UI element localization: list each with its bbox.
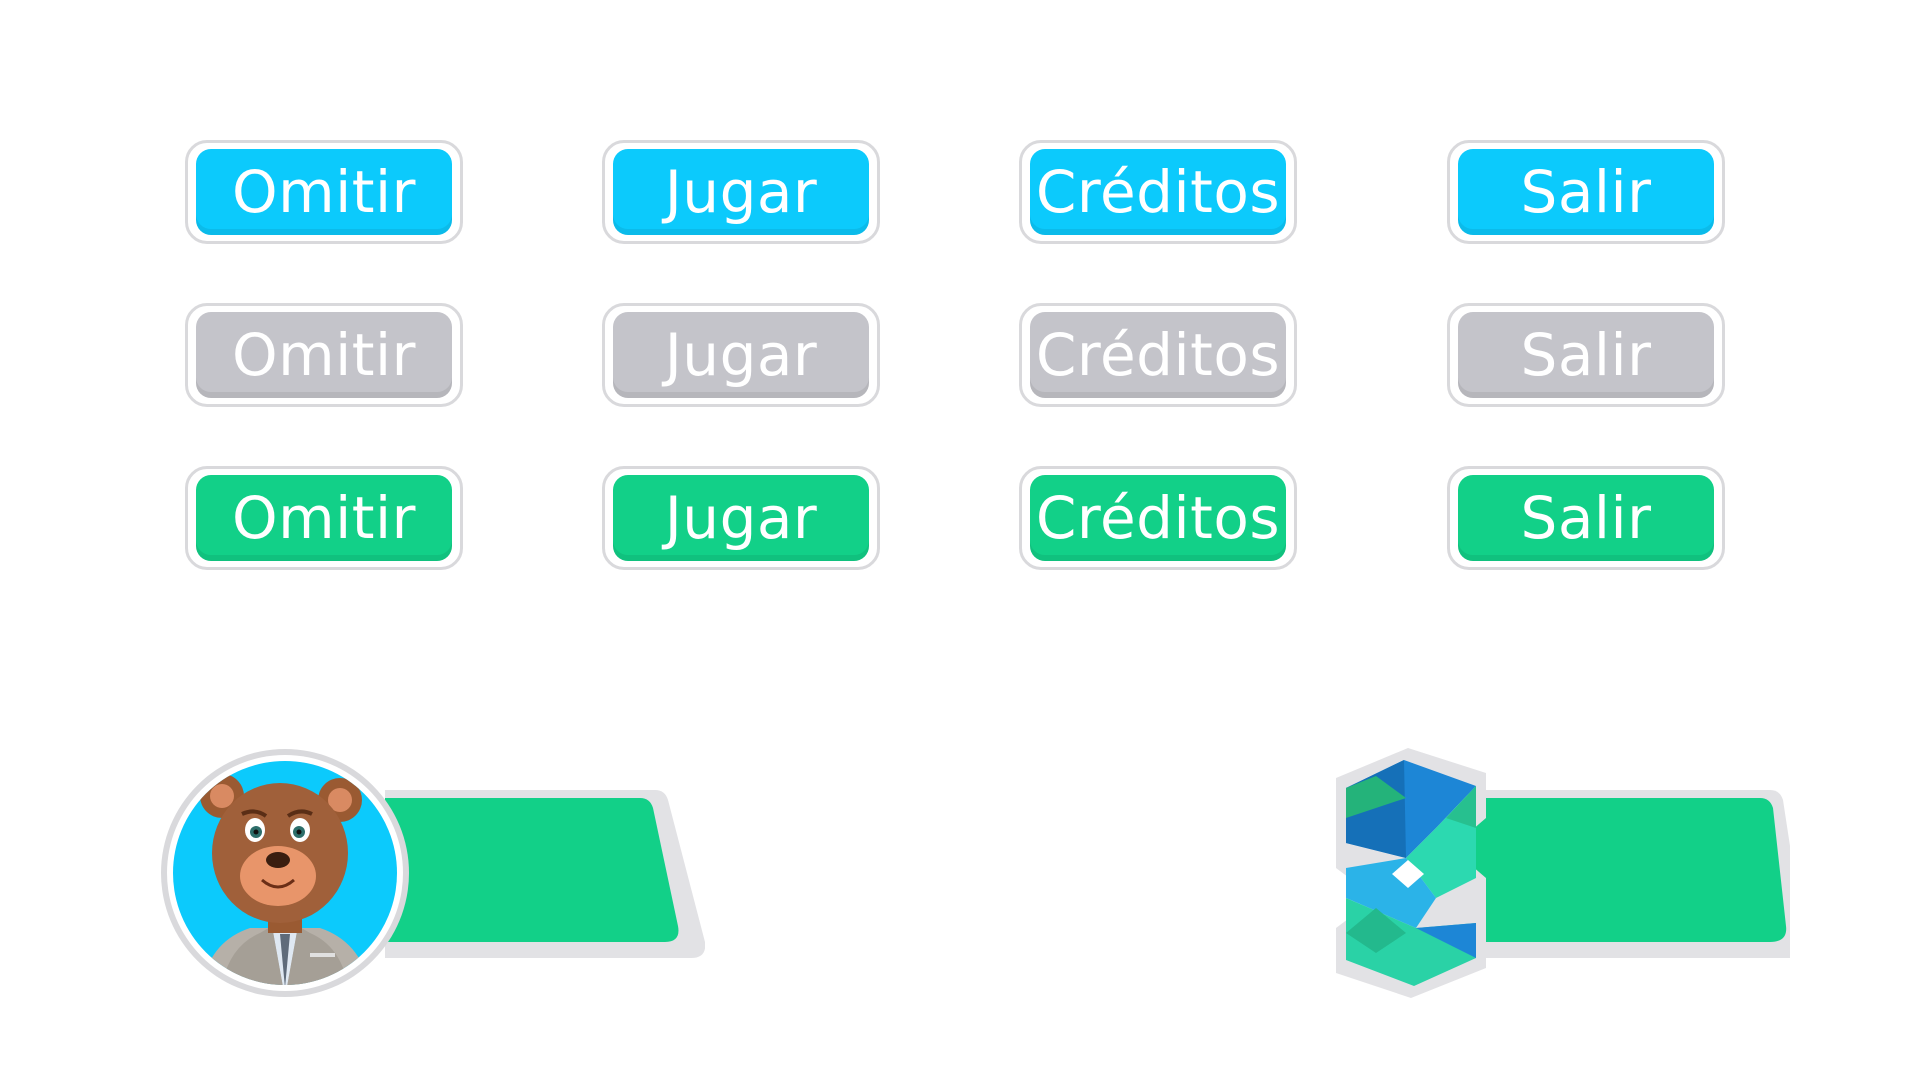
play-button-disabled-label: Jugar <box>613 312 869 398</box>
button-row-normal: Omitir Jugar Créditos Salir <box>0 140 1920 244</box>
button-row-disabled: Omitir Jugar Créditos Salir <box>0 303 1920 407</box>
play-button-active-label: Jugar <box>613 475 869 561</box>
exit-button-label: Salir <box>1458 149 1714 235</box>
play-button-disabled[interactable]: Jugar <box>602 303 880 407</box>
bear-character-icon <box>160 748 410 998</box>
credits-button[interactable]: Créditos <box>1019 140 1297 244</box>
skip-button-disabled[interactable]: Omitir <box>185 303 463 407</box>
skip-button-disabled-label: Omitir <box>196 312 452 398</box>
skip-button-active[interactable]: Omitir <box>185 466 463 570</box>
exit-button-disabled[interactable]: Salir <box>1447 303 1725 407</box>
button-row-active: Omitir Jugar Créditos Salir <box>0 466 1920 570</box>
skip-button[interactable]: Omitir <box>185 140 463 244</box>
dialogue-panel-right-shape <box>1470 790 1790 958</box>
credits-button-disabled[interactable]: Créditos <box>1019 303 1297 407</box>
skip-button-active-label: Omitir <box>196 475 452 561</box>
credits-button-active[interactable]: Créditos <box>1019 466 1297 570</box>
exit-button-disabled-label: Salir <box>1458 312 1714 398</box>
credits-button-active-label: Créditos <box>1030 475 1286 561</box>
dialogue-panel-left-shape <box>385 790 705 958</box>
exit-button-active[interactable]: Salir <box>1447 466 1725 570</box>
credits-button-disabled-label: Créditos <box>1030 312 1286 398</box>
dialogue-panel-right <box>1470 786 1790 962</box>
button-grid: Omitir Jugar Créditos Salir Omitir Jugar… <box>0 140 1920 570</box>
logo-emblem-icon <box>1336 748 1496 998</box>
exit-button[interactable]: Salir <box>1447 140 1725 244</box>
play-button-label: Jugar <box>613 149 869 235</box>
credits-button-label: Créditos <box>1030 149 1286 235</box>
play-button[interactable]: Jugar <box>602 140 880 244</box>
dialogue-panel-left <box>385 786 705 962</box>
exit-button-active-label: Salir <box>1458 475 1714 561</box>
skip-button-label: Omitir <box>196 149 452 235</box>
play-button-active[interactable]: Jugar <box>602 466 880 570</box>
